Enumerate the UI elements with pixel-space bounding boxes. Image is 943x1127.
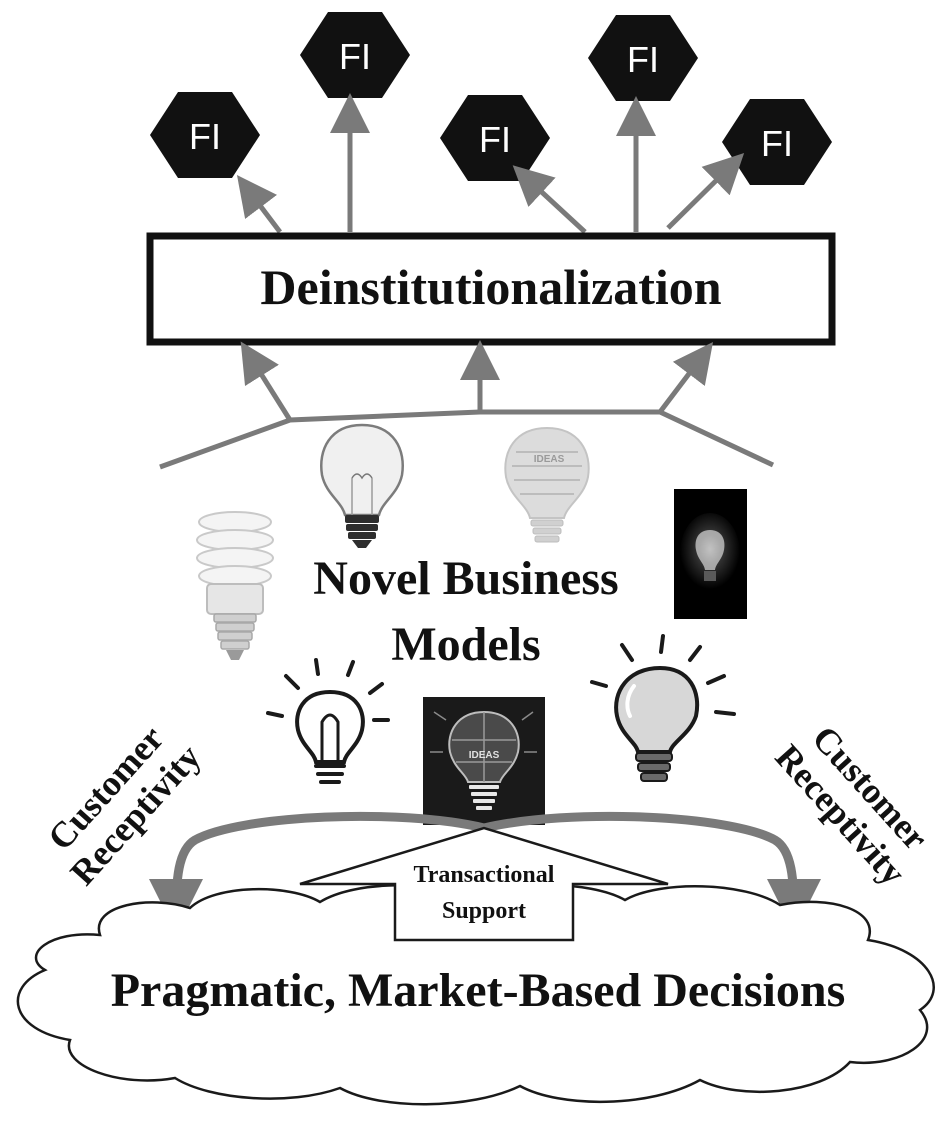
fi-label-3: FI (479, 119, 511, 160)
deinstitutionalization-label: Deinstitutionalization (260, 259, 721, 315)
branch-arrow-right (658, 342, 714, 414)
fi-node-3: FI (440, 95, 550, 181)
novel-business-models-label: Novel Business Models (313, 552, 618, 671)
receptivity-arrow-left (149, 811, 489, 933)
branch-baseline (159, 409, 775, 470)
fi-label-1: FI (189, 116, 221, 157)
decisions-cloud: Pragmatic, Market-Based Decisions (16, 883, 935, 1106)
fi-node-2: FI (300, 12, 410, 98)
clear-bulb-icon (320, 423, 404, 548)
dark-glow-bulb-icon (674, 489, 747, 619)
fi-node-1: FI (150, 92, 260, 178)
receptivity-arrow-right (479, 811, 821, 933)
branch-connector (159, 340, 775, 470)
ideas-dark-bulb-icon: IDEAS (423, 697, 545, 825)
ideas-wordcloud-text: IDEAS (534, 454, 565, 465)
doodle-bulb-left-icon (266, 658, 390, 784)
arrow-to-fi-1 (236, 175, 282, 234)
support-label-line-2: Support (442, 898, 526, 924)
fi-label-2: FI (339, 36, 371, 77)
fi-label-5: FI (761, 123, 793, 164)
cfl-bulb-icon (196, 511, 274, 660)
customer-receptivity-arrows (149, 811, 821, 933)
center-label-line-1: Novel Business (313, 552, 618, 605)
arrow-to-fi-3 (512, 165, 587, 234)
deinstitutionalization-box: Deinstitutionalization (146, 232, 836, 346)
arrow-to-fi-5 (666, 152, 745, 230)
fi-node-4: FI (588, 15, 698, 101)
fi-node-5: FI (722, 99, 832, 185)
transactional-support-arrow: Transactional Support (299, 826, 669, 942)
ideas-wordcloud-bulb-icon: IDEAS (504, 426, 590, 543)
center-label-line-2: Models (391, 618, 540, 671)
doodle-bulb-right-icon (590, 634, 736, 782)
branch-arrow-left (240, 341, 293, 422)
fi-label-4: FI (627, 39, 659, 80)
cloud-label: Pragmatic, Market-Based Decisions (111, 964, 846, 1017)
support-label-line-1: Transactional (414, 862, 555, 888)
ideas-dark-bulb-text: IDEAS (469, 750, 500, 761)
arrows-to-fi (236, 93, 745, 234)
